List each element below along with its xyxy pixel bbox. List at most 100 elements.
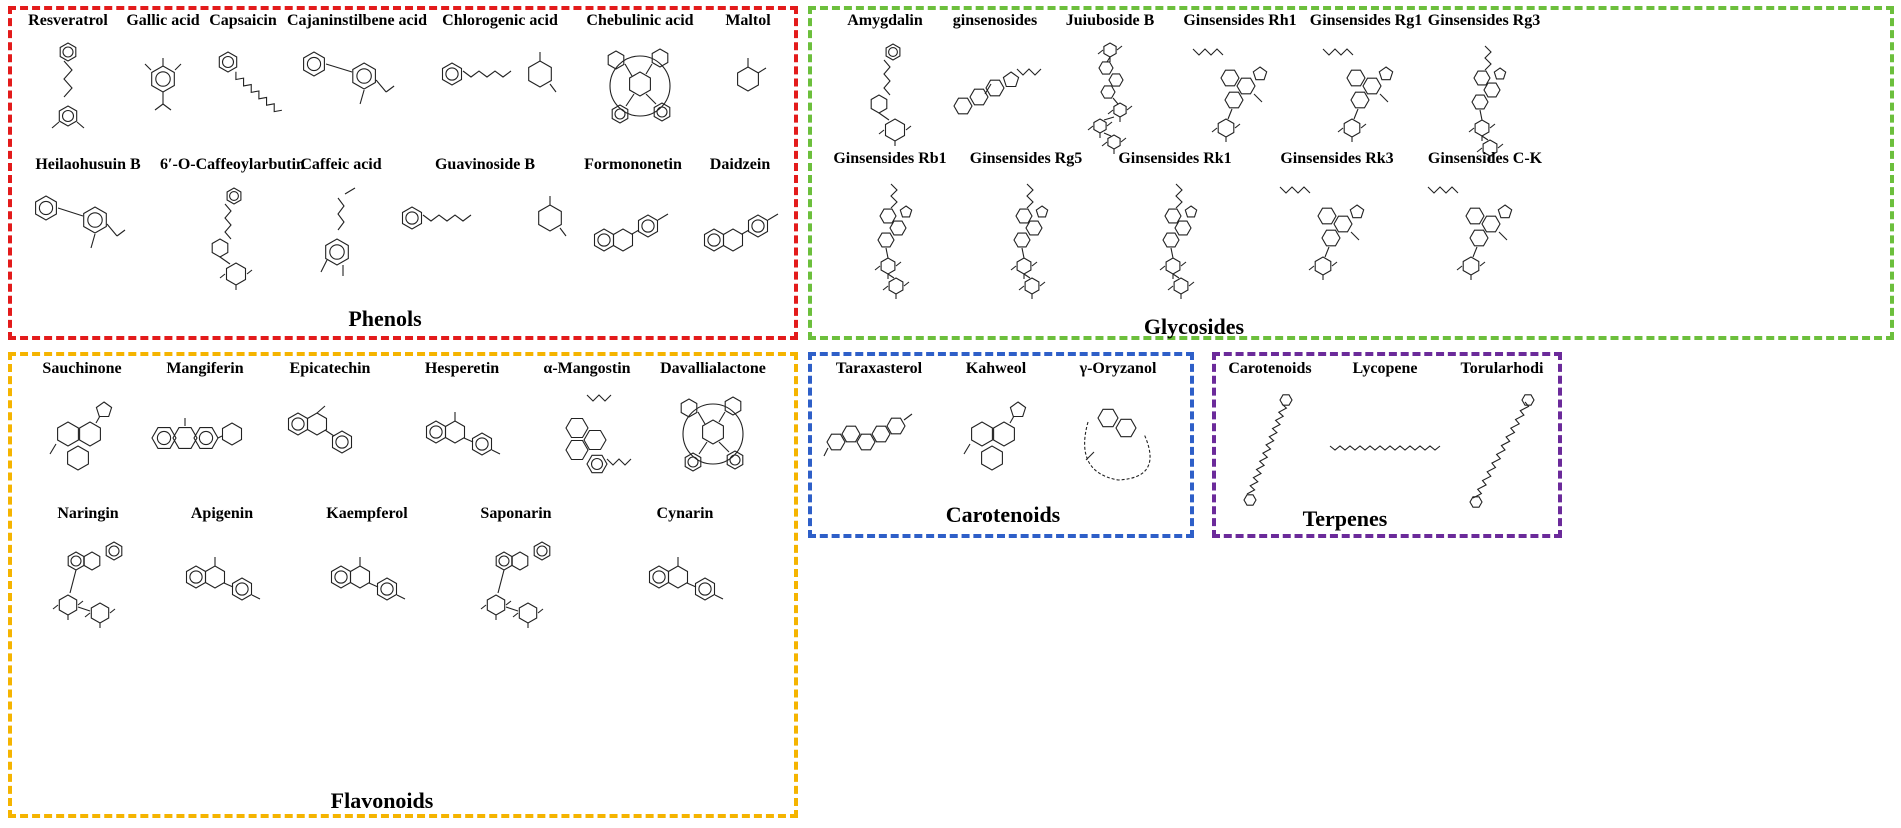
structure-drawing — [425, 412, 501, 456]
compound-label: Ginsensides Rb1 — [833, 150, 947, 167]
structure-drawing — [401, 196, 567, 237]
compound-cajaninstilbene-acid: Cajaninstilbene acid — [286, 12, 428, 152]
compound-label: Gallic acid — [126, 12, 200, 29]
compound-label: Mangiferin — [166, 360, 244, 377]
compound-label: Ginsensides Rg1 — [1309, 12, 1423, 29]
structure-drawing — [330, 557, 406, 601]
compound-label: Kaempferol — [326, 505, 408, 522]
structure-drawing — [593, 213, 669, 252]
structure-drawing — [52, 541, 123, 628]
compound-label: Saponarin — [480, 505, 552, 522]
compound-label: Ginsensides Rh1 — [1183, 12, 1297, 29]
compound-label: α-Mangostin — [543, 360, 631, 377]
structure-drawing — [874, 183, 913, 299]
structure-drawing — [648, 557, 724, 601]
structure-drawing — [953, 68, 1042, 115]
structure-drawing — [1159, 183, 1198, 299]
structure-drawing — [320, 187, 356, 276]
compound-label: Caffeic acid — [300, 156, 382, 173]
structure-drawing — [737, 58, 767, 92]
compound-label: Cajaninstilbene acid — [286, 12, 427, 29]
terpenes-title: Terpenes — [1302, 506, 1388, 531]
carotenoids-group — [808, 352, 1194, 538]
structure-drawing — [823, 413, 913, 457]
terpenes-group — [1212, 352, 1562, 538]
compound-ginsensides-rh1: Ginsensides Rh1 — [1175, 12, 1305, 146]
structure-drawing — [49, 401, 113, 471]
compound-cynarin: Cynarin — [610, 505, 760, 655]
compound-davallialactone: Davallialactone — [648, 360, 778, 510]
compound-chebulinic-acid: Chebulinic acid — [572, 12, 708, 152]
phenols-group — [8, 6, 798, 340]
structure-drawing — [703, 213, 779, 252]
structure-drawing — [1322, 48, 1394, 142]
structure-drawing — [1087, 42, 1133, 154]
compound-label: Capsaicin — [209, 12, 277, 29]
compound-ginsensides-rb1: Ginsensides Rb1 — [825, 150, 955, 310]
structure-drawing — [1469, 394, 1535, 508]
compound-ginsensides-rg1: Ginsensides Rg1 — [1305, 12, 1427, 146]
compound-label: Guavinoside B — [434, 156, 536, 173]
structure-drawing — [1468, 45, 1507, 161]
compound-guavinoside-b: Guavinoside B — [390, 156, 580, 304]
glycosides-title: Glycosides — [1143, 314, 1245, 339]
compound-label: ginsenosides — [952, 12, 1038, 29]
compound-label: Carotenoids — [1228, 360, 1312, 377]
compound-label: Kahweol — [965, 360, 1027, 377]
compound-hesperetin: Hesperetin — [402, 360, 522, 510]
structure-drawing — [151, 418, 243, 449]
structure-drawing — [287, 405, 353, 454]
glycosides-group — [808, 6, 1894, 340]
compound-apigenin: Apigenin — [160, 505, 284, 655]
flavonoids-title: Flavonoids — [330, 788, 434, 813]
compound-label: Amygdalin — [847, 12, 923, 29]
compound-ginsensides-rg3: Ginsensides Rg3 — [1425, 12, 1543, 161]
compound-taraxasterol: Taraxasterol — [820, 360, 938, 498]
structure-drawing — [441, 52, 557, 93]
compound-resveratrol: Resveratrol — [18, 12, 118, 152]
compound-juiuboside-b: Juiuboside B — [1045, 12, 1175, 154]
structure-drawing — [1192, 48, 1268, 142]
compound-label: Heilaohusuin B — [35, 156, 141, 173]
compound-label: Ginsensides Rk3 — [1280, 150, 1394, 167]
structure-drawing — [1243, 394, 1293, 506]
compound-amygdalin: Amygdalin — [825, 12, 945, 146]
compound-label: Cynarin — [656, 505, 714, 522]
compound-label: Maltol — [725, 12, 771, 29]
flavonoids-group — [8, 352, 798, 818]
structure-drawing — [870, 43, 912, 146]
compound-label: Hesperetin — [424, 360, 500, 377]
structure-drawing — [963, 401, 1027, 471]
compound-formononetin: Formononetin — [578, 156, 688, 304]
compound-label: Formononetin — [584, 156, 682, 173]
compound-kahweol: Kahweol — [940, 360, 1052, 498]
compound-label: Apigenin — [190, 505, 254, 522]
compound-label: Resveratrol — [28, 12, 108, 29]
compound-label: Davallialactone — [660, 360, 766, 377]
compound-naringin: Naringin — [26, 505, 150, 655]
carotenoids-title: Carotenoids — [945, 502, 1061, 527]
compound-carotenoids: Carotenoids — [1220, 360, 1320, 510]
compound-label: Chlorogenic acid — [442, 12, 558, 29]
compound-label: Ginsensides C-K — [1427, 150, 1543, 167]
compound-saponarin: Saponarin — [438, 505, 594, 655]
compound-label: Ginsensides Rk1 — [1118, 150, 1232, 167]
structure-drawing — [35, 195, 126, 249]
compound-label: Sauchinone — [42, 360, 122, 377]
compound-chlorogenic-acid: Chlorogenic acid — [430, 12, 570, 152]
structure-drawing — [211, 187, 253, 290]
compound-lycopene: Lycopene — [1320, 360, 1450, 510]
structure-drawing — [144, 58, 182, 111]
compound-gamma-oryzanol: γ-Oryzanol — [1052, 360, 1184, 498]
compound-ginsensides-c-k: Ginsensides C-K — [1410, 150, 1560, 310]
structure-drawing — [51, 42, 85, 129]
compound-label: Chebulinic acid — [586, 12, 694, 29]
compound-maltol: Maltol — [708, 12, 788, 152]
compound-label: Ginsensides Rg3 — [1427, 12, 1541, 29]
structure-drawing — [1010, 183, 1049, 299]
compound-caffeic-acid: Caffeic acid — [286, 156, 396, 304]
structure-drawing — [218, 51, 282, 113]
compound-torularhodi: Torularhodi — [1450, 360, 1554, 510]
compound-label: 6′-O-Caffeoylarbutin — [160, 156, 305, 173]
compound-label: Ginsensides Rg5 — [969, 150, 1083, 167]
